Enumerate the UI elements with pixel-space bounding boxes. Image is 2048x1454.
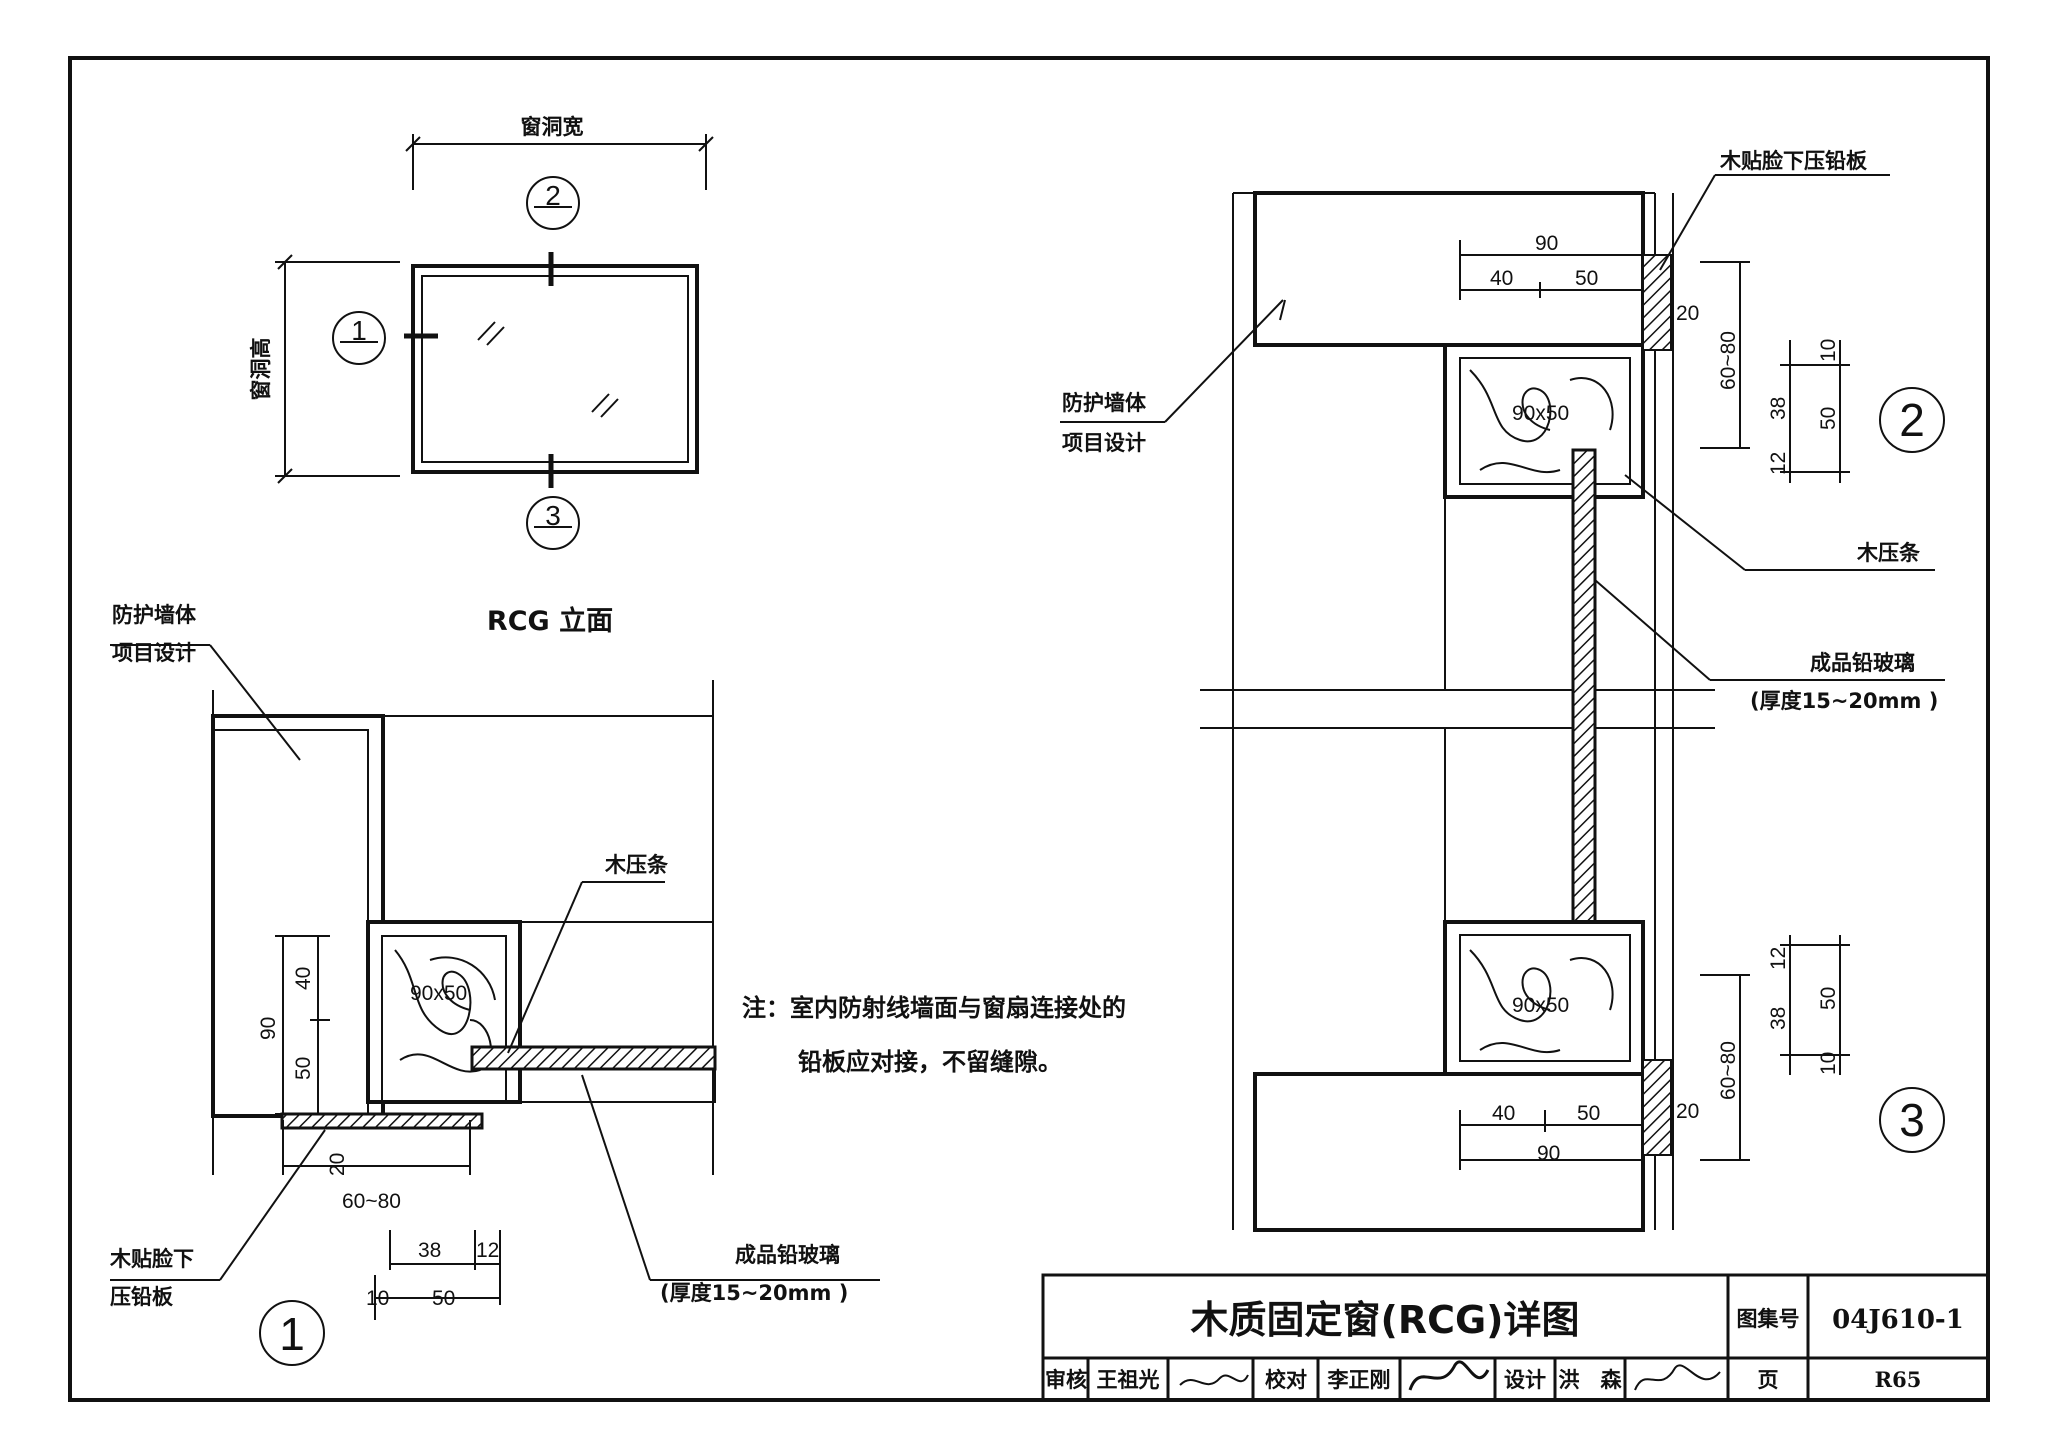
section-1-detail xyxy=(110,644,880,1366)
right-glass-label: 成品铅玻璃 xyxy=(1810,651,1915,675)
left-lead-label-1: 木贴脸下 xyxy=(109,1247,194,1271)
design-label: 设计 xyxy=(1504,1367,1546,1392)
right-dim-50-bottom: 50 xyxy=(1577,1102,1600,1125)
left-glass-label: 成品铅玻璃 xyxy=(735,1243,840,1267)
left-dim-12: 12 xyxy=(476,1239,499,1262)
left-glass-note: (厚度15~20mm ) xyxy=(660,1281,848,1305)
right-wall-label-1: 防护墙体 xyxy=(1062,391,1147,415)
sheet-title: 木质固定窗(RCG)详图 xyxy=(1190,1298,1579,1342)
left-dim-38: 38 xyxy=(418,1239,441,1262)
right-dim-50v-bottom: 50 xyxy=(1817,987,1840,1010)
right-strip-label: 木压条 xyxy=(1856,541,1921,565)
right-lead-label: 木贴脸下压铅板 xyxy=(1719,149,1868,173)
page-label: 页 xyxy=(1758,1367,1779,1392)
review-label: 审核 xyxy=(1045,1367,1087,1392)
right-dim-12-top: 12 xyxy=(1767,452,1790,475)
right-dim-10-bottom: 10 xyxy=(1817,1052,1840,1075)
section-2-marker: 2 xyxy=(1899,394,1925,446)
left-dim-40: 40 xyxy=(292,967,315,990)
left-dim-50: 50 xyxy=(292,1057,315,1080)
right-dim-6080-bottom: 60~80 xyxy=(1717,1041,1740,1100)
atlas-number: 04J610-1 xyxy=(1832,1305,1964,1335)
right-dim-20-bottom: 20 xyxy=(1676,1100,1699,1123)
left-dim-20: 20 xyxy=(326,1153,349,1176)
left-dim-90: 90 xyxy=(257,1017,280,1040)
designer-name: 洪 森 xyxy=(1559,1367,1623,1392)
right-dim-40-top: 40 xyxy=(1490,267,1513,290)
atlas-label: 图集号 xyxy=(1737,1306,1800,1331)
right-dim-50-top: 50 xyxy=(1575,267,1598,290)
left-lead-label-2: 压铅板 xyxy=(110,1285,174,1309)
checker-name: 李正刚 xyxy=(1327,1367,1391,1392)
elevation-marker-1: 1 xyxy=(351,315,367,346)
left-dim-50b: 50 xyxy=(432,1287,455,1310)
right-dim-12-bottom: 12 xyxy=(1767,947,1790,970)
left-dim-60-80: 60~80 xyxy=(342,1190,401,1213)
left-timber-size: 90x50 xyxy=(410,982,467,1005)
right-dim-50v-top: 50 xyxy=(1817,407,1840,430)
left-strip-label: 木压条 xyxy=(604,853,669,877)
right-dim-38-top: 38 xyxy=(1767,397,1790,420)
window-width-label: 窗洞宽 xyxy=(521,115,584,139)
left-dim-10: 10 xyxy=(366,1287,389,1310)
elevation-marker-2: 2 xyxy=(545,180,561,211)
rcg-elevation xyxy=(275,134,714,550)
section-2-3-detail xyxy=(1060,174,1945,1232)
right-wall-label-2: 项目设计 xyxy=(1062,431,1146,455)
right-glass-note: (厚度15~20mm ) xyxy=(1750,689,1938,713)
left-wall-label-2: 项目设计 xyxy=(112,641,196,665)
right-timber-size-bottom: 90x50 xyxy=(1512,994,1569,1017)
title-block xyxy=(1041,1273,1990,1402)
check-label: 校对 xyxy=(1265,1367,1307,1392)
section-1-marker: 1 xyxy=(279,1308,305,1360)
page-number: R65 xyxy=(1875,1367,1922,1392)
right-dim-20-top: 20 xyxy=(1676,302,1699,325)
right-dim-90-bottom: 90 xyxy=(1537,1142,1560,1165)
right-dim-90-top: 90 xyxy=(1535,232,1558,255)
right-dim-40-bottom: 40 xyxy=(1492,1102,1515,1125)
elevation-caption: RCG 立面 xyxy=(487,605,613,637)
reviewer-name: 王祖光 xyxy=(1097,1367,1160,1392)
elevation-marker-3: 3 xyxy=(545,500,561,531)
section-3-marker: 3 xyxy=(1899,1094,1925,1146)
right-dim-10-top: 10 xyxy=(1817,339,1840,362)
right-dim-38-bottom: 38 xyxy=(1767,1007,1790,1030)
window-height-label: 窗洞高 xyxy=(249,338,273,401)
left-wall-label-1: 防护墙体 xyxy=(112,603,197,627)
right-timber-size-top: 90x50 xyxy=(1512,402,1569,425)
right-dim-6080-top: 60~80 xyxy=(1717,331,1740,390)
note-line-2: 铅板应对接，不留缝隙。 xyxy=(798,1048,1062,1076)
sheet-border xyxy=(68,56,1990,1402)
note-line-1: 注：室内防射线墙面与窗扇连接处的 xyxy=(742,994,1126,1022)
